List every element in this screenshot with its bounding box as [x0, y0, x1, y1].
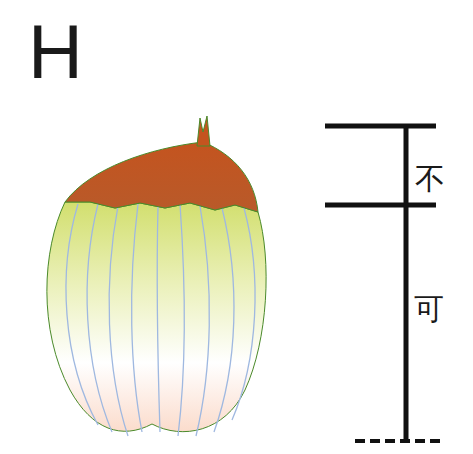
- onion-veins: [66, 204, 255, 436]
- section-label: 不: [415, 164, 445, 194]
- onion-cap: [65, 142, 258, 212]
- section-label: 可: [414, 294, 444, 324]
- onion-body: [47, 202, 266, 432]
- onion-stem: [197, 116, 210, 146]
- panel-letter: H: [28, 14, 83, 90]
